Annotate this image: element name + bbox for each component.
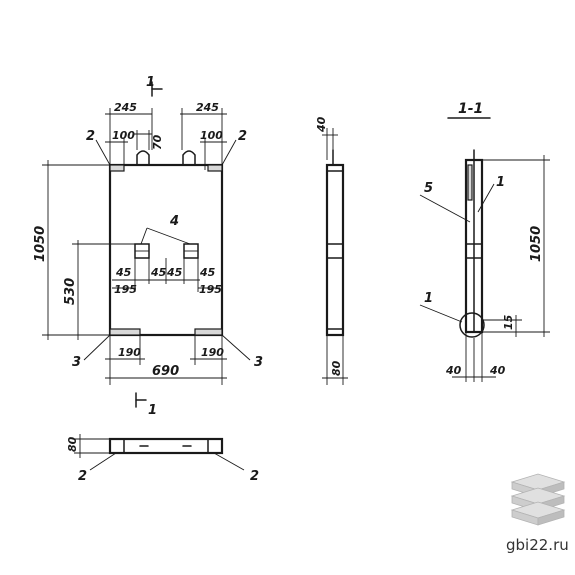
dim-inner-right: 195 — [199, 283, 222, 296]
section-callout-1-top: 1 — [496, 175, 505, 190]
top-right-plate — [207, 164, 223, 172]
dim-side-thickness: 80 — [330, 360, 343, 376]
bottom-right-plate — [194, 328, 223, 336]
dim-inner-left: 195 — [114, 283, 137, 296]
callout-2-left: 2 — [86, 129, 95, 144]
section-label: 1-1 — [458, 101, 483, 117]
dim-height-lower: 530 — [63, 278, 78, 305]
dim-side-width: 40 — [315, 116, 328, 133]
section-rebar — [467, 164, 473, 201]
dim-width-total: 690 — [152, 364, 179, 379]
dim-top-right: 245 — [196, 101, 219, 114]
plan-outline — [108, 437, 224, 455]
logo-icon — [510, 473, 566, 526]
dim-plan-thickness: 80 — [66, 436, 79, 452]
section-detail-circle — [459, 312, 485, 338]
plan-callout-2-right: 2 — [250, 469, 259, 484]
lifting-loop-left — [136, 150, 150, 166]
dim-top-center: 70 — [151, 134, 164, 150]
side-view — [322, 128, 348, 385]
dim-bottom-right: 190 — [201, 346, 224, 359]
dim-top-right-inner: 100 — [200, 129, 223, 142]
callout-1-bottom: 1 — [148, 403, 157, 418]
dim-bottom-left: 190 — [118, 346, 141, 359]
watermark-text: gbi22.ru — [506, 536, 569, 554]
side-plate-outline — [325, 163, 345, 337]
callout-3-left: 3 — [72, 355, 81, 370]
lifting-loop-right — [182, 150, 196, 166]
plan-view — [74, 434, 245, 471]
dim-pad-a: 45 — [115, 266, 132, 279]
top-left-plate — [109, 164, 125, 172]
dim-top-left-inner: 100 — [112, 129, 135, 142]
section-callout-1-bottom: 1 — [424, 291, 433, 306]
section-callout-5: 5 — [424, 181, 433, 196]
callout-4: 4 — [169, 214, 179, 229]
front-plate-outline — [108, 163, 224, 337]
dim-section-height: 1050 — [529, 226, 544, 262]
callout-1-top: 1 — [146, 75, 155, 90]
dim-pad-d: 45 — [199, 266, 216, 279]
section-view — [419, 117, 550, 382]
dim-pad-b: 45 — [150, 266, 167, 279]
bottom-left-plate — [109, 328, 141, 336]
dim-section-right: 40 — [489, 364, 506, 377]
dim-height-total: 1050 — [33, 226, 48, 262]
callout-2-right: 2 — [238, 129, 247, 144]
dim-pad-c: 45 — [166, 266, 183, 279]
front-view — [42, 81, 251, 408]
dim-top-left: 245 — [114, 101, 137, 114]
plan-callout-2-left: 2 — [78, 469, 87, 484]
dim-section-small: 15 — [502, 314, 515, 330]
dim-section-left: 40 — [445, 364, 462, 377]
callout-3-right: 3 — [254, 355, 263, 370]
